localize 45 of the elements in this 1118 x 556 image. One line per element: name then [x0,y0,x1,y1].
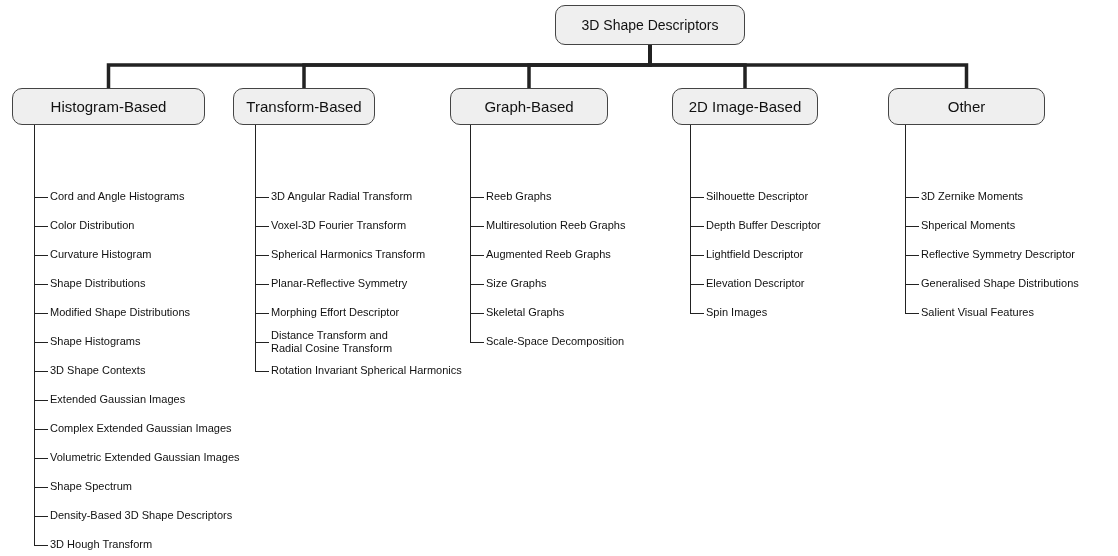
item-label: Depth Buffer Descriptor [706,219,821,232]
item-label: Salient Visual Features [921,306,1034,319]
category-box: Other [888,88,1045,125]
item-label: Shape Spectrum [50,480,132,493]
item-label: Silhouette Descriptor [706,190,809,203]
connector-line [904,124,920,314]
item-label: Planar-Reflective Symmetry [271,277,408,290]
item-label: Shape Histograms [50,335,141,348]
category-box: Graph-Based [450,88,608,125]
item-label: 3D Angular Radial Transform [271,190,413,203]
item-label: Spin Images [706,306,768,319]
category-box: Histogram-Based [12,88,205,125]
item-label: Density-Based 3D Shape Descriptors [50,509,233,522]
item-label: 3D Zernike Moments [921,190,1024,203]
item-label: Spherical Harmonics Transform [271,248,426,261]
item-label: Extended Gaussian Images [50,393,186,406]
item-label: Generalised Shape Distributions [921,277,1079,290]
category-box: Transform-Based [233,88,375,125]
item-label: Cord and Angle Histograms [50,190,185,203]
root-box: 3D Shape Descriptors [555,5,745,45]
item-label: Volumetric Extended Gaussian Images [50,451,240,464]
item-label: Complex Extended Gaussian Images [50,422,232,435]
item-label: Rotation Invariant Spherical Harmonics [271,364,462,377]
item-label: Skeletal Graphs [486,306,565,319]
item-label: 3D Hough Transform [50,538,153,551]
item-label: Augmented Reeb Graphs [486,248,611,261]
item-label: Voxel-3D Fourier Transform [271,219,407,232]
item-label: Modified Shape Distributions [50,306,191,319]
connector-line [689,124,705,314]
item-label: Shape Distributions [50,277,146,290]
item-label: Reflective Symmetry Descriptor [921,248,1076,261]
item-label: Size Graphs [486,277,547,290]
item-label: Lightfield Descriptor [706,248,804,261]
item-label: Color Distribution [50,219,135,232]
item-label: Multiresolution Reeb Graphs [486,219,626,232]
item-label: Elevation Descriptor [706,277,805,290]
item-label: Reeb Graphs [486,190,552,203]
item-label: Morphing Effort Descriptor [271,306,400,319]
item-label: 3D Shape Contexts [50,364,146,377]
item-label: Curvature Histogram [50,248,152,261]
item-label: Scale-Space Decomposition [486,335,625,348]
category-box: 2D Image-Based [672,88,818,125]
item-label: Shperical Moments [921,219,1016,232]
item-label: Distance Transform and Radial Cosine Transform [271,329,411,355]
connector-line [648,45,969,88]
